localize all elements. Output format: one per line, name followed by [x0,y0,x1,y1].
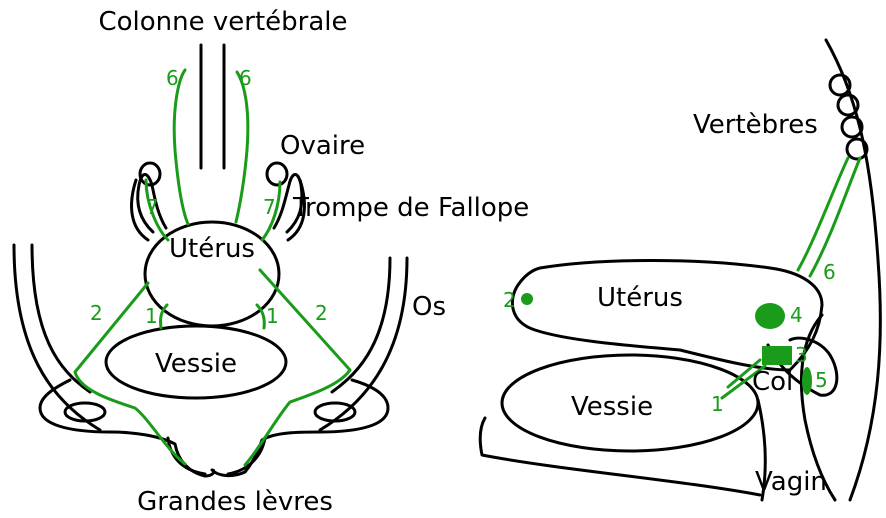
point-4-side [755,303,785,329]
label-vertebrae: Vertèbres [693,110,818,140]
num-2-right: 2 [315,301,328,325]
num-7-left: 7 [146,195,159,219]
num-5-side: 5 [815,368,828,392]
num-6-side: 6 [823,260,836,284]
nerve-6-left [174,70,188,224]
label-bladder-front: Vessie [155,349,237,379]
label-bladder-side: Vessie [571,392,653,422]
num-3-side: 3 [795,343,808,367]
point-5-side [802,367,812,395]
label-bone: Os [412,292,446,322]
num-6-right: 6 [239,66,252,90]
label-uterus-side: Utérus [597,283,683,313]
nerve-6-side-b [810,158,860,276]
nerve-6-right [236,72,248,222]
num-1-left: 1 [145,304,158,328]
label-vagina: Vagin [755,467,827,497]
num-2-left: 2 [90,301,103,325]
label-labia: Grandes lèvres [137,487,333,517]
pelvis-inner-right [332,258,390,392]
num-2-side: 2 [503,288,516,312]
label-ovary: Ovaire [280,131,365,161]
front-view: Colonne vertébrale Ovaire Trompe de Fall… [14,7,529,517]
pelvic-floor-outline [40,380,388,476]
num-6-left: 6 [166,66,179,90]
side-view: Vertèbres Utérus Vessie Col Vagin 2 4 3 … [480,40,880,500]
point-3-side [762,346,792,365]
label-uterus-front: Utérus [169,234,255,264]
nerve-2-right [245,270,350,465]
num-4-side: 4 [790,303,803,327]
num-1-side: 1 [711,392,724,416]
num-7-right: 7 [263,195,276,219]
label-spine: Colonne vertébrale [98,7,347,37]
ovary-right [267,163,287,185]
point-2-side [521,293,533,305]
num-1-right: 1 [266,304,279,328]
label-fallopian-tube: Trompe de Fallope [292,193,529,223]
label-cervix: Col [752,367,793,397]
